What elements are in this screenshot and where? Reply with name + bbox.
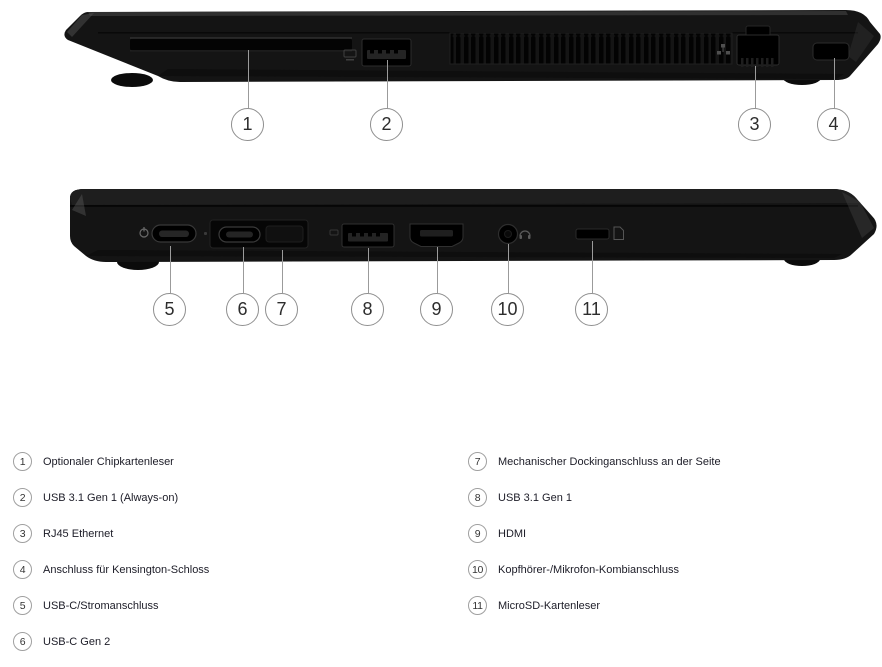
- legend-item-2: 2 USB 3.1 Gen 1 (Always-on): [13, 488, 178, 507]
- usb-c-power-port: [151, 224, 207, 243]
- legend-label: USB 3.1 Gen 1 (Always-on): [43, 491, 179, 504]
- legend-number-badge: 10: [468, 560, 487, 579]
- legend-label: MicroSD-Kartenleser: [498, 599, 601, 612]
- legend-number-badge: 11: [468, 596, 487, 615]
- legend-label: USB 3.1 Gen 1: [498, 491, 572, 504]
- legend-item-3: 3 RJ45 Ethernet: [13, 524, 113, 543]
- callout-6: 6: [226, 293, 259, 326]
- usb-a-port-top: [361, 38, 412, 67]
- smart-card-slot: [130, 37, 352, 52]
- callout-7: 7: [265, 293, 298, 326]
- callout-11: 11: [575, 293, 608, 326]
- hdmi-port: [409, 223, 464, 247]
- legend-label: Anschluss für Kensington-Schloss: [43, 563, 210, 576]
- legend-label: USB-C/Stromanschluss: [43, 599, 159, 612]
- legend-number-badge: 1: [13, 452, 32, 471]
- leader-line-9: [437, 247, 438, 293]
- cooling-vents: [449, 32, 733, 65]
- leader-line-11: [592, 241, 593, 293]
- callout-2: 2: [370, 108, 403, 141]
- legend-number-badge: 4: [13, 560, 32, 579]
- usb-a-port-bottom: [341, 223, 395, 248]
- leader-line-5: [170, 246, 171, 293]
- legend-item-8: 8 USB 3.1 Gen 1: [468, 488, 572, 507]
- legend-item-1: 1 Optionaler Chipkartenleser: [13, 452, 174, 471]
- legend-item-4: 4 Anschluss für Kensington-Schloss: [13, 560, 209, 579]
- legend-number-badge: 7: [468, 452, 487, 471]
- legend-label: HDMI: [498, 527, 527, 540]
- power-icon: [139, 227, 149, 238]
- usb-speed-icon: [329, 229, 339, 236]
- leader-line-1: [248, 50, 249, 108]
- kensington-lock-slot: [812, 42, 850, 61]
- legend-item-11: 11 MicroSD-Kartenleser: [468, 596, 600, 615]
- microsd-slot: [575, 228, 610, 240]
- leader-line-7: [282, 250, 283, 293]
- leader-line-4: [834, 58, 835, 108]
- legend-label: Kopfhörer-/Mikrofon-Kombianschluss: [498, 563, 679, 576]
- legend-number-badge: 3: [13, 524, 32, 543]
- legend-number-badge: 8: [468, 488, 487, 507]
- callout-1: 1: [231, 108, 264, 141]
- laptop-right-side-illustration: [64, 10, 881, 87]
- microsd-icon: [613, 226, 624, 240]
- legend-item-6: 6 USB-C Gen 2: [13, 632, 110, 651]
- legend-item-9: 9 HDMI: [468, 524, 526, 543]
- leader-line-3: [755, 66, 756, 108]
- callout-4: 4: [817, 108, 850, 141]
- legend-label: Optionaler Chipkartenleser: [43, 455, 174, 468]
- rj45-port: [736, 25, 780, 67]
- network-icon: [717, 44, 730, 55]
- callout-5: 5: [153, 293, 186, 326]
- legend-label: RJ45 Ethernet: [43, 527, 114, 540]
- legend-number-badge: 5: [13, 596, 32, 615]
- legend-item-10: 10 Kopfhörer-/Mikrofon-Kombianschluss: [468, 560, 679, 579]
- callout-9: 9: [420, 293, 453, 326]
- legend-number-badge: 2: [13, 488, 32, 507]
- leader-line-8: [368, 248, 369, 293]
- callout-3: 3: [738, 108, 771, 141]
- legend-label: USB-C Gen 2: [43, 635, 111, 648]
- leader-line-6: [243, 247, 244, 293]
- legend-item-7: 7 Mechanischer Dockinganschluss an der S…: [468, 452, 721, 471]
- legend-number-badge: 9: [468, 524, 487, 543]
- legend-label: Mechanischer Dockinganschluss an der Sei…: [498, 455, 721, 468]
- audio-combo-jack: [497, 223, 519, 245]
- callout-10: 10: [491, 293, 524, 326]
- leader-line-2: [387, 60, 388, 108]
- callout-8: 8: [351, 293, 384, 326]
- leader-line-10: [508, 244, 509, 293]
- usb-c-gen2-port: [218, 226, 261, 243]
- usb-speed-icon: [343, 49, 357, 61]
- legend-number-badge: 6: [13, 632, 32, 651]
- legend-item-5: 5 USB-C/Stromanschluss: [13, 596, 159, 615]
- laptop-left-side-illustration: [70, 189, 877, 270]
- headset-icon: [519, 230, 531, 239]
